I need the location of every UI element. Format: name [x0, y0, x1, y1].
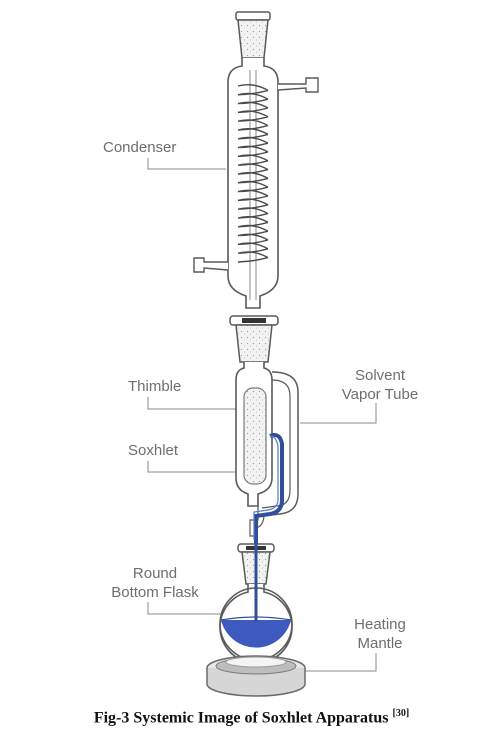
condenser-coil-path: [237, 84, 269, 263]
caption-text: Fig-3 Systemic Image of Soxhlet Apparatu…: [93, 709, 389, 727]
caption-reference: [30]: [392, 708, 410, 719]
solvent-vapor-tube-label: Solvent Vapor Tube: [330, 366, 430, 404]
heating-mantle-label-line1: Heating: [354, 616, 406, 633]
condenser-bottom-joint: [229, 315, 279, 363]
solvent-vapor-tube-label-line1: Solvent: [354, 367, 406, 384]
round-bottom-flask-label-line1: Round: [132, 565, 178, 582]
condenser-leader-line: [147, 158, 226, 170]
thimble: [243, 387, 267, 485]
thimble-leader-line: [147, 397, 243, 410]
solvent-vapor-tube-leader-line: [300, 403, 377, 424]
figure-caption: Fig-3 Systemic Image of Soxhlet Apparatu…: [0, 708, 503, 727]
condenser: [193, 58, 319, 309]
heating-mantle-leader-line: [298, 653, 377, 672]
heating-mantle-label-line2: Mantle: [357, 635, 403, 652]
soxhlet-leader-line: [147, 461, 236, 473]
round-bottom-flask: [219, 540, 293, 664]
round-bottom-flask-label: Round Bottom Flask: [102, 564, 208, 602]
condenser-label: Condenser: [103, 139, 177, 156]
blue-siphon-tube: [253, 433, 284, 621]
heating-mantle-label: Heating Mantle: [335, 615, 425, 653]
thimble-label: Thimble: [128, 378, 182, 395]
solvent-vapor-tube-label-line2: Vapor Tube: [341, 386, 419, 403]
condenser-top-joint: [235, 11, 271, 59]
heating-mantle: [206, 655, 306, 697]
condenser-coil: [237, 84, 269, 263]
round-bottom-flask-leader-line: [147, 602, 232, 615]
round-bottom-flask-label-line2: Bottom Flask: [111, 584, 199, 601]
soxhlet-label: Soxhlet: [128, 442, 179, 459]
